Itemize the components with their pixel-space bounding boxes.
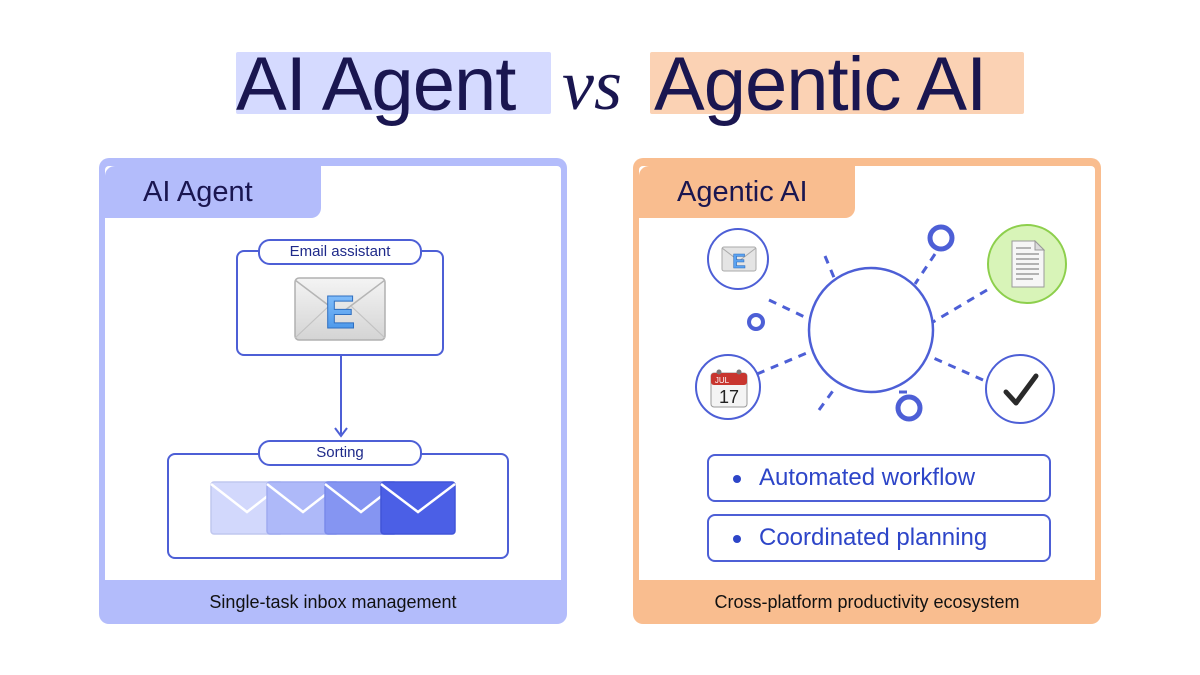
flow-arrow: [334, 356, 348, 438]
envelope-letter: E: [732, 251, 745, 272]
feature-label: Coordinated planning: [759, 524, 988, 551]
checkmark-icon: [1003, 373, 1039, 406]
ai-agent-panel: AI Agent Email assistant E: [99, 158, 567, 624]
spoke-bottom-left: [817, 387, 837, 411]
envelope-icon: E: [294, 277, 386, 341]
spoke-document: [932, 288, 988, 324]
spoke-checkmark: [928, 354, 984, 382]
title-agentic-ai: Agentic AI: [654, 42, 987, 127]
agentic-ai-panel-footer: Cross-platform productivity ecosystem: [714, 592, 1020, 612]
agentic-ai-panel: Agentic AI E: [633, 158, 1101, 624]
agentic-ai-panel-body: Agentic AI E: [639, 166, 1095, 580]
ring-node-left: [747, 313, 765, 331]
envelope-icon: E: [721, 246, 757, 272]
bullet-dot: [733, 475, 741, 483]
calendar-node: JUL 17: [695, 354, 761, 420]
spoke-calendar: [756, 350, 810, 376]
agentic-ai-panel-heading: Agentic AI: [677, 176, 808, 208]
document-icon: [1011, 240, 1045, 288]
ring-node-bottom: [895, 394, 923, 422]
agentic-ai-panel-tab: Agentic AI: [639, 166, 855, 218]
envelope-icon: [210, 481, 284, 535]
feature-coordinated-planning: Coordinated planning: [707, 514, 1051, 562]
title-highlight-agentic-ai: [650, 52, 1024, 114]
central-hub: [807, 266, 935, 394]
spoke-email: [768, 298, 812, 322]
feature-label: Automated workflow: [759, 464, 976, 491]
calendar-day: 17: [719, 387, 739, 407]
title-vs: vs: [562, 45, 622, 125]
checkmark-node: [985, 354, 1055, 424]
page-title: AI Agent vs Agentic AI: [0, 40, 1200, 130]
title-highlight-ai-agent: [236, 52, 551, 114]
spoke-top-ring: [913, 253, 937, 285]
sorted-envelopes: [210, 481, 456, 535]
ring-node-top: [927, 224, 955, 252]
ai-agent-panel-body: AI Agent Email assistant E: [105, 166, 561, 580]
ecosystem-diagram: [747, 224, 988, 422]
calendar-icon: JUL 17: [710, 369, 748, 408]
email-node: E: [707, 228, 769, 290]
bullet-dot: [733, 535, 741, 543]
title-ai-agent: AI Agent: [236, 42, 516, 127]
feature-automated-workflow: Automated workflow: [707, 454, 1051, 502]
calendar-month: JUL: [715, 376, 730, 385]
spoke-top-left: [823, 255, 837, 281]
email-assistant-label: Email assistant: [258, 239, 422, 265]
envelope-letter: E: [325, 286, 356, 338]
ai-agent-panel-tab: AI Agent: [105, 166, 321, 218]
ai-agent-panel-heading: AI Agent: [143, 176, 253, 208]
envelope-icon: [380, 481, 456, 535]
ai-agent-panel-footer: Single-task inbox management: [209, 592, 457, 612]
sorting-label: Sorting: [258, 440, 422, 466]
document-node: [987, 224, 1067, 304]
